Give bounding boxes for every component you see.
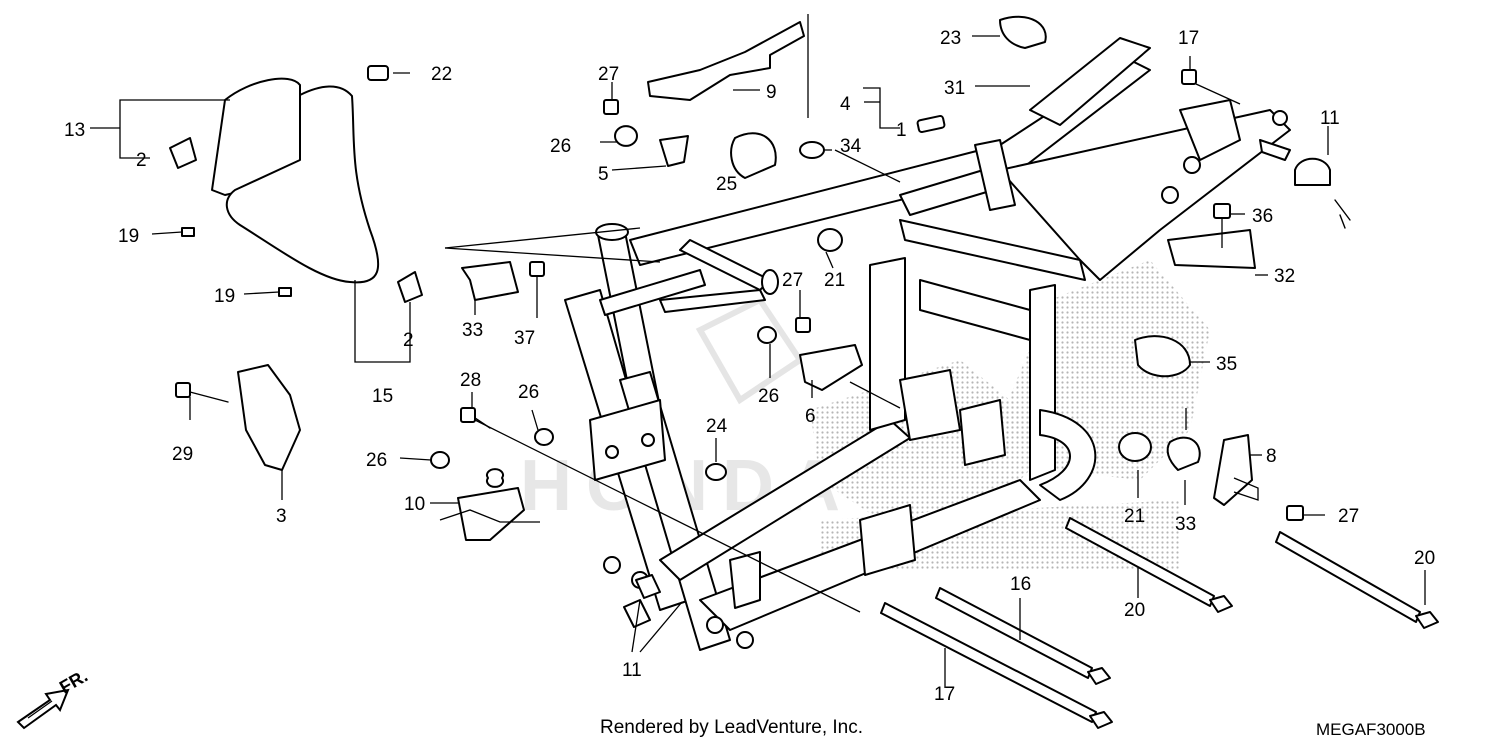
- bracket-9: [457, 487, 525, 541]
- collar-26b: [757, 326, 777, 344]
- bracket-3: [237, 364, 301, 471]
- bolt-20b: [1275, 531, 1421, 623]
- callout-33: 33: [1175, 514, 1196, 535]
- grommet-2a: [169, 137, 197, 169]
- screw-19a: [181, 227, 195, 237]
- callout-26c: 26: [518, 382, 539, 403]
- bolt-18: [1181, 69, 1197, 85]
- collar-26c: [534, 428, 554, 446]
- callout-29: 29: [172, 444, 193, 465]
- clamp-34: [799, 141, 825, 159]
- bolt-36: [1213, 203, 1231, 219]
- bracket-5: [659, 135, 689, 167]
- bolt-16: [935, 587, 1093, 679]
- callout-10: 11: [622, 660, 642, 681]
- callout-27c: 27: [1338, 506, 1359, 527]
- holder-33: [1166, 436, 1201, 471]
- callout-1: 1: [896, 120, 907, 141]
- callout-27b: 27: [782, 270, 803, 291]
- grommet-21b: [1118, 432, 1152, 462]
- callout-4: 4: [840, 94, 851, 115]
- callout-5: 5: [598, 164, 609, 185]
- callout-25: 25: [716, 174, 737, 195]
- callout-20a: 20: [1124, 600, 1145, 621]
- callout-11: 11: [1320, 108, 1340, 129]
- main-frame: [564, 37, 1291, 651]
- side-cover-15: [225, 85, 380, 284]
- bracket-31: [1167, 229, 1256, 269]
- callout-22: 23: [940, 28, 961, 49]
- bracket-32: [461, 261, 519, 301]
- callout-labels: 13 2 19 19 2 15 22 29 3 27 26 5 9 25 34 …: [64, 28, 1435, 705]
- bracket-7: [647, 21, 805, 101]
- collar-26: [614, 125, 638, 147]
- callout-20b: 20: [1414, 548, 1435, 569]
- callout-26b: 26: [758, 386, 779, 407]
- clamp-24: [705, 463, 727, 481]
- callout-24: 24: [706, 416, 728, 437]
- front-direction-arrow: FR.: [16, 666, 91, 730]
- collar-10a: [623, 599, 651, 628]
- callout-17: 17: [934, 684, 955, 705]
- bolt-27b: [795, 317, 811, 333]
- callout-18: 17: [1178, 28, 1199, 49]
- footer-credit: Rendered by LeadVenture, Inc.: [600, 717, 864, 738]
- callout-16: 16: [1010, 574, 1031, 595]
- callout-31: 32: [1274, 266, 1295, 287]
- switch-35: [1134, 335, 1191, 378]
- callout-28: 28: [460, 370, 481, 391]
- callout-2a: 2: [136, 150, 147, 171]
- callout-26a: 26: [550, 136, 571, 157]
- bracket-8: [1213, 434, 1253, 506]
- bolt-37: [529, 261, 545, 277]
- leader-lines: [90, 14, 1426, 688]
- screw-19b: [278, 287, 292, 297]
- callout-3: 3: [276, 506, 287, 527]
- callout-21b: 21: [1124, 506, 1145, 527]
- plate-6: [799, 344, 863, 391]
- loose-parts: [169, 15, 1439, 729]
- collar-26d: [430, 451, 450, 469]
- callout-13: 13: [64, 120, 85, 141]
- callout-8: 8: [1266, 446, 1277, 467]
- callout-21a: 21: [824, 270, 845, 291]
- bolt-29: [175, 382, 191, 398]
- callout-36: 36: [1252, 206, 1273, 227]
- clip-23: [367, 65, 389, 81]
- callout-26d: 26: [366, 450, 387, 471]
- callout-15: 15: [372, 386, 393, 407]
- bolt-17: [880, 602, 1097, 723]
- band-22: [999, 15, 1047, 49]
- callout-19a: 19: [118, 226, 139, 247]
- grommet-2b: [397, 271, 423, 303]
- callout-9: 10: [404, 494, 425, 515]
- lock-11: [1294, 157, 1331, 186]
- callout-23: 22: [431, 64, 452, 85]
- callout-7: 9: [766, 82, 777, 103]
- bolt-20a: [1065, 517, 1215, 607]
- bolt-27c: [1286, 505, 1304, 521]
- bolt-28: [460, 407, 476, 423]
- callout-34: 34: [840, 136, 862, 157]
- diagram-code: MEGAF3000B: [1316, 720, 1426, 739]
- callout-6: 6: [805, 406, 816, 427]
- callout-37: 37: [514, 328, 535, 349]
- callout-27a: 27: [598, 64, 619, 85]
- grommet-1: [916, 114, 946, 134]
- callout-2b: 2: [403, 330, 414, 351]
- holder-25: [730, 132, 777, 179]
- collar-10b: [635, 574, 661, 599]
- callout-35: 35: [1216, 354, 1237, 375]
- callout-30: 31: [944, 78, 965, 99]
- callout-19b: 19: [214, 286, 235, 307]
- callout-32: 33: [462, 320, 483, 341]
- bolt-27: [603, 99, 619, 115]
- grommet-21a: [817, 228, 843, 252]
